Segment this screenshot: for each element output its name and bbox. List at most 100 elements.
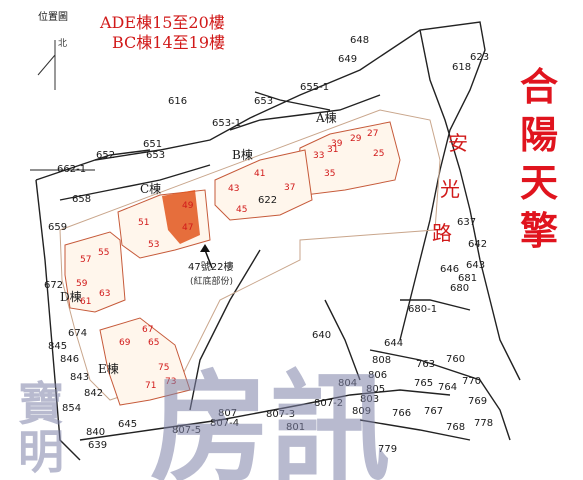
towers-note-line-2: BC棟14至19樓 [112,33,225,52]
building-label-e: E棟 [98,361,119,376]
lot-label: 808 [372,355,391,366]
unit-label: 43 [228,184,239,194]
lot-label: 651 [143,139,162,150]
unit-label: 69 [119,338,131,348]
lot-label: 653 [146,150,165,161]
lot-label: 807-5 [172,425,201,436]
lot-label: 768 [446,422,465,433]
watermark-large: 房訊 [150,360,390,480]
lot-label: 649 [338,54,357,65]
north-arrow [37,40,56,90]
lot-label: 805 [366,384,385,395]
lot-label: 770 [462,376,481,387]
road-name-char-3: 路 [432,221,452,245]
unit-label: 27 [367,129,378,139]
highlight-note-line-1: 47號22樓 [188,260,233,273]
lot-label: 662-1 [57,164,86,175]
lot-label: 807-4 [210,418,239,429]
unit-label: 59 [76,279,88,289]
lot-label: 765 [414,378,433,389]
lot-label: 760 [446,354,465,365]
unit-label: 47 [182,223,193,233]
unit-label: 45 [236,205,247,215]
lot-label: 622 [258,195,277,206]
north-label: 北 [58,38,67,49]
highlight-pointer-head [200,244,210,252]
highlight-pointer [204,249,213,269]
lot-numbers: 648 649 623 618 616 655-1 653 653-1 651 … [44,35,493,455]
lot-label: 763 [416,359,435,370]
platform-outline [59,109,441,401]
estate-name-char-4: 擎 [520,208,558,253]
lot-label: 637 [457,217,476,228]
lot-label: 846 [60,354,79,365]
unit-label: 53 [148,240,159,250]
highlight-note-line-2: (紅底部份) [190,275,233,287]
unit-label: 51 [138,218,149,228]
unit-label: 31 [327,145,338,155]
lot-label: 843 [70,372,89,383]
lot-label: 807 [218,408,237,419]
lot-label: 766 [392,408,411,419]
unit-label: 37 [284,183,295,193]
lot-label: 645 [118,419,137,430]
lot-label: 806 [368,370,387,381]
lot-label: 658 [72,194,91,205]
unit-label: 61 [80,297,91,307]
lot-label: 655-1 [300,82,329,93]
unit-label: 29 [350,134,362,144]
lot-label: 854 [62,403,81,414]
lot-label: 764 [438,382,457,393]
lot-label: 680 [450,283,469,294]
unit-label: 71 [145,381,156,391]
lot-label: 681 [458,273,477,284]
lot-label: 769 [468,396,487,407]
unit-label: 33 [313,151,324,161]
lot-label: 652 [96,150,115,161]
estate-name-char-3: 天 [520,160,558,205]
lot-label: 639 [88,440,107,451]
unit-label: 75 [158,363,169,373]
lot-label: 643 [466,260,485,271]
unit-label: 55 [98,248,109,258]
watermark-small-1: 寶 [18,377,64,431]
lot-label: 809 [352,406,371,417]
lot-label: 618 [452,62,471,73]
lot-label: 646 [440,264,459,275]
lot-label: 653-1 [212,118,241,129]
lot-label: 659 [48,222,67,233]
legend-label: 位置圖 [38,10,68,23]
lot-label: 642 [468,239,487,250]
lot-label: 767 [424,406,443,417]
highlighted-unit [162,190,200,244]
unit-label: 39 [331,139,343,149]
unit-label: 65 [148,338,159,348]
boundary-lines [30,21,521,461]
lot-label: 648 [350,35,369,46]
watermark-small-2: 明 [18,425,64,479]
estate-name-char-1: 合 [520,64,558,109]
building-label-c: C棟 [140,181,161,196]
lot-label: 672 [44,280,63,291]
towers-note-line-1: ADE棟15至20樓 [99,13,225,32]
estate-name-char-2: 陽 [520,112,558,157]
lot-label: 803 [360,394,379,405]
unit-label: 25 [373,149,384,159]
building-label-d: D棟 [60,289,82,304]
unit-label: 35 [324,169,335,179]
unit-label: 73 [165,377,176,387]
lot-label: 616 [168,96,187,107]
lot-label: 674 [68,328,87,339]
lot-label: 779 [378,444,397,455]
road-name-char-2: 光 [440,177,460,201]
lot-label: 842 [84,388,103,399]
lot-label: 653 [254,96,273,107]
unit-label: 41 [254,169,265,179]
lot-label: 623 [470,52,489,63]
lot-label: 644 [384,338,403,349]
lot-label: 804 [338,378,357,389]
unit-label: 67 [142,325,153,335]
road-name-char-1: 安 [448,131,468,155]
